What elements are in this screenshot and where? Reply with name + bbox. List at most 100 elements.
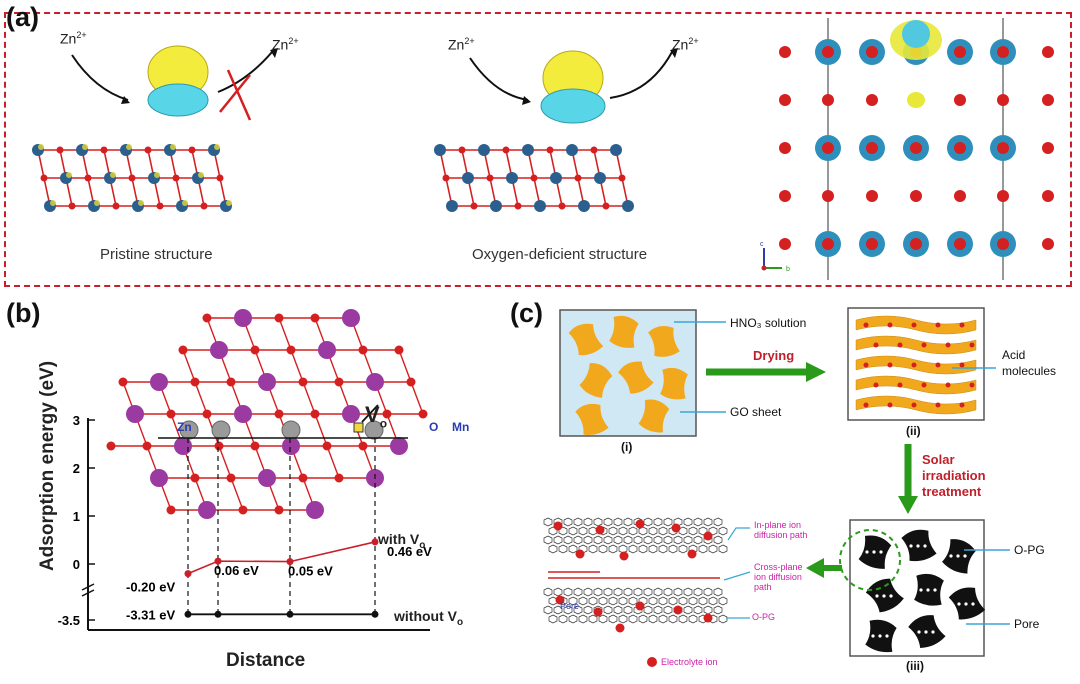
oxygen-atom: [954, 190, 966, 202]
graphene-hexagon: [563, 517, 573, 527]
oxygen-atom: [112, 202, 120, 210]
graphene-hexagon: [588, 596, 598, 606]
graphene-hexagon: [563, 587, 573, 597]
oxygen-atom: [997, 238, 1009, 250]
graphene-hexagon: [593, 517, 603, 527]
series-with-vo-point: [214, 557, 222, 565]
electrolyte-ion-legend-icon: [647, 657, 657, 667]
oxygen-atom: [156, 202, 164, 210]
mn-atom: [342, 405, 360, 423]
oxygen-atom: [822, 46, 834, 58]
x-axis-label: Distance: [226, 650, 306, 671]
electrolyte-ion: [593, 607, 603, 617]
atom-mn-label: Mn: [452, 420, 470, 434]
oxygen-atom: [822, 142, 834, 154]
graphene-hexagon: [613, 535, 623, 545]
y-tick-label: 2: [73, 461, 80, 476]
y-tick-label: -3.5: [58, 613, 80, 628]
mn-atom: [150, 373, 168, 391]
go-sheet-shape: [575, 403, 609, 436]
graphene-hexagon: [703, 587, 713, 597]
graphene-hexagon: [673, 587, 683, 597]
series-without-vo-label: without Vo: [394, 608, 464, 628]
oxygen-atom: [358, 441, 368, 451]
graphene-hexagon: [663, 517, 673, 527]
electrolyte-ion-label: Electrolyte ion: [661, 657, 718, 667]
graphene-hexagon: [608, 596, 618, 606]
oxygen-atom: [274, 409, 284, 419]
mno2-lattice-overlay: [106, 309, 428, 519]
oxygen-atom: [514, 202, 522, 210]
pore-dot: [909, 544, 913, 548]
mn-atom: [366, 373, 384, 391]
oxygen-atom: [172, 174, 180, 182]
oxygen-atom: [866, 238, 878, 250]
graphene-hexagon: [718, 544, 728, 554]
graphene-hexagon: [623, 535, 633, 545]
oxygen-atom: [190, 473, 200, 483]
graphene-hexagon: [698, 596, 708, 606]
pore-dot: [917, 630, 921, 634]
pore-label: Pore: [1014, 617, 1040, 631]
acid-molecule-dot: [863, 362, 869, 368]
oxygen-atom: [322, 441, 332, 451]
electrolyte-ion: [673, 605, 683, 615]
axis-indicator-icon: [761, 248, 782, 271]
graphene-hexagon: [698, 526, 708, 536]
oxygen-atom: [574, 174, 582, 182]
go-sheet-shape: [568, 323, 604, 356]
series-with-vo-label: 0.06 eV: [214, 563, 259, 578]
acid-molecule-dot: [911, 362, 917, 368]
electrolyte-ion: [671, 523, 681, 533]
graphene-hexagon: [543, 517, 553, 527]
go-sheet-shape: [609, 315, 639, 348]
graphene-hexagon: [683, 535, 693, 545]
oxygen-atom: [822, 94, 834, 106]
acid-molecule-dot: [873, 382, 879, 388]
pore-dot: [923, 544, 927, 548]
mn-atom: [306, 501, 324, 519]
graphene-hexagon: [693, 535, 703, 545]
oxygen-atom: [1042, 142, 1054, 154]
graphene-hexagon: [703, 605, 713, 615]
graphene-hexagon: [658, 544, 668, 554]
oxygen-atom: [779, 142, 791, 154]
blocked-cross-icon: [219, 69, 252, 121]
mn-atom: [234, 309, 252, 327]
oxygen-atom: [144, 146, 152, 154]
pore-dot: [919, 588, 923, 592]
acid-molecule-dot: [863, 322, 869, 328]
zn-site-atom: [364, 420, 384, 440]
acid-molecule-dot: [959, 402, 965, 408]
graphene-hexagon: [578, 596, 588, 606]
graphene-hexagon: [693, 605, 703, 615]
graphene-hexagon: [648, 614, 658, 624]
go-sheet-label: GO sheet: [730, 405, 782, 419]
graphene-hexagon: [543, 605, 553, 615]
oxygen-atom: [866, 46, 878, 58]
atom-o-label: O: [429, 420, 439, 434]
oxygen-atom: [190, 377, 200, 387]
acid-molecule-dot: [887, 322, 893, 328]
pore-dot: [963, 554, 967, 558]
graphene-hexagon: [633, 587, 643, 597]
pore-small-label: Pore: [560, 601, 580, 611]
opg-label: O-PG: [1014, 543, 1045, 557]
graphene-hexagon: [678, 544, 688, 554]
electrolyte-ion: [703, 531, 713, 541]
series-without-vo-point: [286, 610, 294, 618]
series-with-vo-label: -0.20 eV: [126, 580, 175, 595]
panel-b-label: (b): [6, 298, 41, 328]
graphene-hexagon: [683, 517, 693, 527]
charge-lobe: [94, 200, 100, 206]
oxygen-atom: [68, 202, 76, 210]
step-i-label: (i): [621, 440, 633, 454]
oxygen-atom: [178, 345, 188, 355]
acid-molecule-dot: [863, 402, 869, 408]
inplane-label-2: diffusion path: [754, 530, 808, 540]
pristine-structure-illustration: [32, 45, 278, 212]
pore-dot: [926, 588, 930, 592]
pore-dot: [871, 634, 875, 638]
electrolyte-ion: [619, 551, 629, 561]
